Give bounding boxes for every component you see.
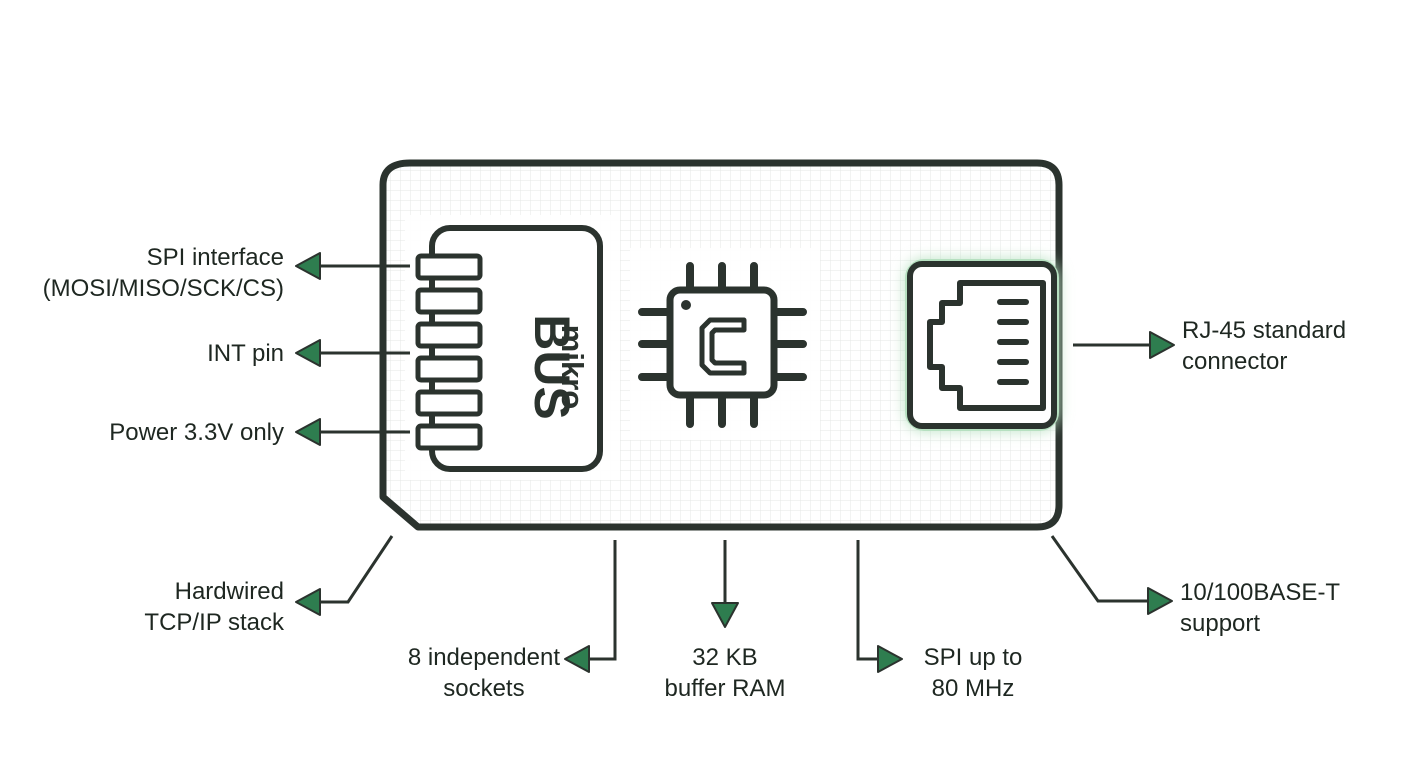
label-tcpip: Hardwired TCP/IP stack: [144, 578, 284, 636]
leader-sockets: [587, 540, 617, 661]
mikrobus-logo-bottom: BUS: [524, 314, 580, 420]
arrow-spi-speed: [877, 645, 903, 673]
label-rj45: RJ-45 standard connector: [1182, 317, 1347, 375]
mikrobus-logo-top: mikro: [555, 325, 590, 409]
label-sockets: 8 independent sockets: [407, 644, 560, 702]
label-int-pin: INT pin: [207, 340, 284, 367]
arrow-rj45: [1149, 331, 1175, 359]
arrow-base-t: [1147, 587, 1173, 615]
arrow-power: [295, 418, 321, 446]
arrow-sockets: [564, 645, 590, 673]
arrow-spi: [295, 252, 321, 280]
label-power: Power 3.3V only: [109, 419, 284, 446]
leader-spi-speed: [856, 540, 880, 661]
label-spi-speed: SPI up to 80 MHz: [923, 644, 1023, 702]
arrow-buffer: [711, 602, 739, 628]
rj45-port-icon: [927, 280, 1046, 411]
chip-icon: [638, 262, 807, 428]
label-buffer: 32 KB buffer RAM: [664, 644, 786, 702]
arrow-int: [295, 339, 321, 367]
label-spi-interface: SPI interface (MOSI/MISO/SCK/CS): [42, 244, 284, 302]
rj45-connector: [905, 259, 1059, 431]
arrow-tcpip: [295, 588, 321, 616]
label-base-t: 10/100BASE-T support: [1180, 579, 1341, 637]
leader-base-t: [1050, 535, 1150, 603]
mikrobus-pins: [415, 253, 483, 451]
mikrobus-connector: BUS mikro: [415, 225, 603, 472]
leader-tcpip: [318, 535, 394, 604]
